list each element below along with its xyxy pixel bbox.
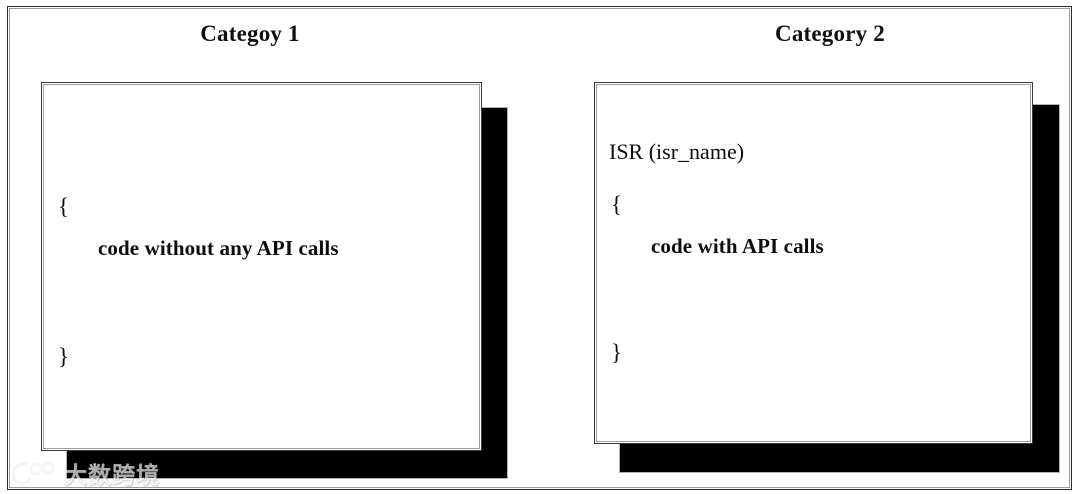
panel-title-category-1: Categoy 1 [200,21,300,46]
code-card-category-2: ISR (isr_name) { code with API calls } [594,82,1033,444]
code-card-category-1: { code without any API calls } [41,82,482,451]
code-body-right: code with API calls [651,234,824,258]
code-close-brace-right: } [611,340,623,365]
code-close-brace-left: } [58,344,70,369]
panel-title-category-2: Category 2 [775,21,885,46]
code-body-left: code without any API calls [98,236,339,260]
code-open-brace-left: { [58,194,70,219]
code-open-brace-right: { [611,192,623,217]
code-signature-right: ISR (isr_name) [609,139,745,164]
